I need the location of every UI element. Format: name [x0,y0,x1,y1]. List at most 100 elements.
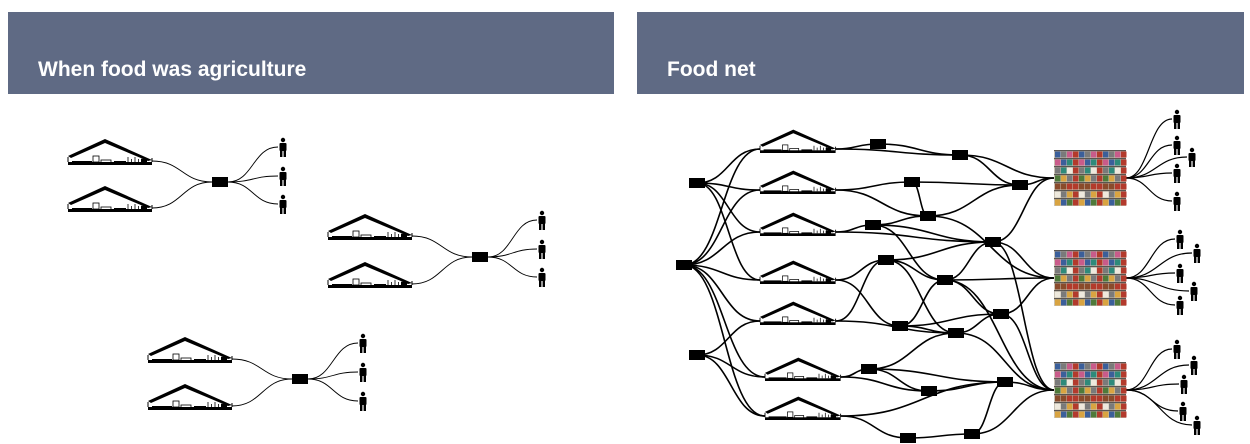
farm-icon [147,337,233,363]
distributor-node [920,211,936,221]
distributor-node [952,150,968,160]
connection-line [944,277,1055,281]
connection-line [835,181,913,191]
connection-line [911,181,929,217]
connection-line [1125,238,1176,279]
connection-line [227,146,279,183]
connection-line [683,264,766,378]
left-panel-title: When food was agriculture [38,58,307,81]
connection-line [487,248,538,258]
farm-icon [759,170,837,194]
connection-line [872,215,929,226]
person-icon [538,239,546,259]
connection-line [959,154,1055,179]
person-icon [1173,135,1181,155]
connection-line [696,320,761,356]
left-panel-header: When food was agriculture [8,12,614,94]
connection-line [872,224,994,243]
distributor-node [1012,180,1028,190]
farm-icon [327,214,413,240]
connection-line [885,259,957,334]
edge-layer [151,118,1193,439]
farm-icon [759,129,837,153]
connection-line [907,433,973,439]
connection-line [885,241,994,261]
distributor-node [292,374,308,384]
connection-line [227,175,279,183]
farm-icon [759,301,837,325]
farm-icon [759,260,837,284]
farm-icon [764,357,842,381]
distributor-node [689,350,705,360]
connection-line [683,264,766,417]
connection-line [696,182,761,281]
distributor-node [878,255,894,265]
connection-line [971,389,1055,435]
connection-line [1125,389,1193,426]
connection-line [899,279,946,327]
distributor-node [870,139,886,149]
node-layer [67,109,1201,443]
connection-line [683,231,761,266]
right-panel-header: Food net [637,12,1244,94]
connection-line [927,184,1021,217]
connection-line [899,313,1002,327]
connection-line [696,354,766,378]
person-icon [1176,229,1184,249]
person-icon [359,391,367,411]
connection-line [868,368,1006,383]
connection-line [877,143,961,156]
connection-line [683,264,761,322]
distributor-node [921,386,937,396]
connection-line [231,358,293,380]
connection-line [1000,277,1055,315]
farm-icon [327,262,413,288]
connection-line [151,181,213,209]
distributor-node [904,177,920,187]
right-panel-title: Food net [667,58,756,81]
farm-icon [67,186,153,212]
connection-line [835,189,929,217]
connection-line [872,224,946,281]
connection-line [411,235,473,258]
distributor-node [861,364,877,374]
person-icon [538,267,546,287]
connection-line [487,256,538,278]
person-icon [359,333,367,353]
person-icon [1173,163,1181,183]
person-icon [538,210,546,230]
connection-line [840,376,930,392]
distributor-node [865,220,881,230]
distributor-node [948,328,964,338]
person-icon [1188,147,1196,167]
connection-line [835,279,901,327]
connection-line [944,279,1055,391]
person-icon [279,194,287,214]
connection-line [928,381,1006,392]
connection-line [683,148,761,266]
person-icon [279,166,287,186]
farm-icon [67,139,153,165]
person-icon [1180,374,1188,394]
person-icon [1190,355,1198,375]
person-icon [1179,401,1187,421]
person-icon [359,362,367,382]
connection-line [1125,277,1190,292]
connection-line [227,181,279,205]
distributor-node [472,252,488,262]
supermarket-shelf-image [1054,250,1127,306]
distributor-node [212,177,228,187]
farm-icon [759,212,837,236]
connection-line [992,177,1055,243]
connection-line [683,264,761,281]
person-icon [1176,295,1184,315]
person-icon [1190,281,1198,301]
connection-line [1125,144,1173,179]
person-icon [1176,263,1184,283]
person-icon [1193,415,1201,435]
connection-line [487,219,538,258]
person-icon [1173,339,1181,359]
connection-line [307,342,359,380]
person-icon [1173,191,1181,211]
